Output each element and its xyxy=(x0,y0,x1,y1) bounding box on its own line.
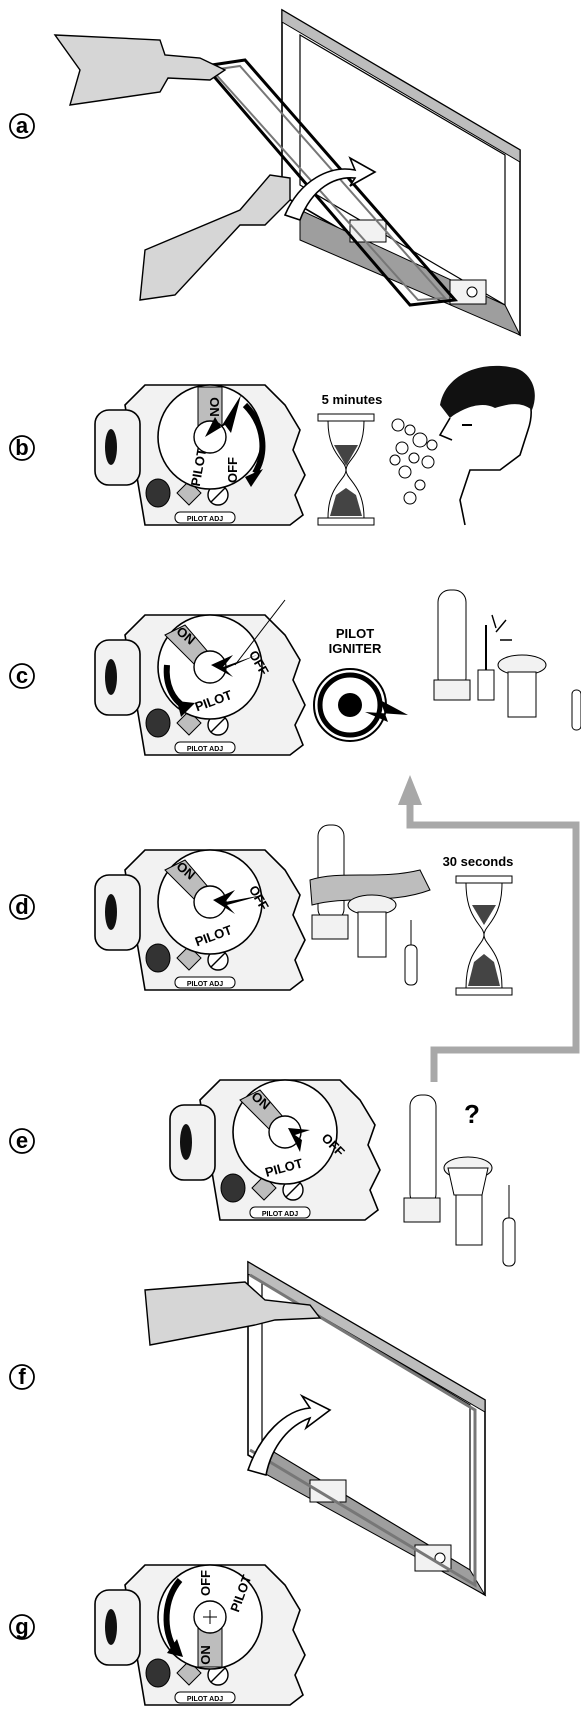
person-smelling xyxy=(440,366,535,525)
pilot-adj-label: PILOT ADJ xyxy=(187,746,223,753)
gas-valve-b: PILOT ADJ ON PILOT OFF xyxy=(95,385,305,525)
pilot-adj-label: PILOT ADJ xyxy=(187,981,223,988)
hourglass-thirty xyxy=(456,876,512,995)
step-g-scene: g PILOT ADJ OFF PILOT ON xyxy=(10,1565,305,1705)
step-e-scene: e PILOT ADJ ON PILOT OFF ? xyxy=(10,1080,515,1266)
gas-valve-e: PILOT ADJ ON PILOT OFF xyxy=(170,1080,380,1220)
dial-on-text: ON xyxy=(207,397,222,417)
dial-on-text: ON xyxy=(198,1645,213,1665)
igniter-button xyxy=(314,669,408,741)
gas-valve-g: PILOT ADJ OFF PILOT ON xyxy=(95,1565,305,1705)
odor-puffs xyxy=(390,419,437,504)
step-d-label: d xyxy=(15,894,28,919)
wait-thirty-caption: 30 seconds xyxy=(443,854,514,869)
pilot-adj-label: PILOT ADJ xyxy=(187,516,223,523)
step-a-label: a xyxy=(16,113,29,138)
fireplace-frame-a xyxy=(282,10,520,335)
wait-five-caption: 5 minutes xyxy=(322,392,383,407)
pilot-adj-label: PILOT ADJ xyxy=(187,1696,223,1703)
gas-valve-d: PILOT ADJ ON PILOT OFF xyxy=(95,850,305,990)
step-b-scene: b PILOT ADJ ON PILOT OFF 5 minutes xyxy=(10,366,535,525)
gas-valve-c: PILOT ADJ ON PILOT OFF xyxy=(95,600,305,755)
retry-arrowhead xyxy=(398,775,422,805)
arm-upper-a xyxy=(55,35,225,105)
igniter-caption-line2: IGNITER xyxy=(329,641,382,656)
arm-lower-a xyxy=(140,175,290,300)
pilot-assembly-c xyxy=(434,590,581,730)
retry-arrow xyxy=(410,795,576,1082)
igniter-caption-line1: PILOT xyxy=(336,626,374,641)
pilot-adj-label: PILOT ADJ xyxy=(262,1211,298,1218)
dial-off-text: OFF xyxy=(198,1570,213,1596)
step-e-label: e xyxy=(16,1128,28,1153)
step-b-label: b xyxy=(15,435,28,460)
step-a-scene: a xyxy=(10,10,520,335)
dial-off-text: OFF xyxy=(225,457,240,483)
pilot-assembly-d xyxy=(310,825,430,985)
step-d-scene: d PILOT ADJ ON PILOT OFF 30 seconds xyxy=(10,825,513,995)
step-f-label: f xyxy=(18,1364,26,1389)
question-mark: ? xyxy=(464,1099,480,1129)
pilot-assembly-e xyxy=(404,1095,515,1266)
step-c-label: c xyxy=(16,663,28,688)
step-f-scene: f xyxy=(10,1262,485,1595)
step-g-label: g xyxy=(15,1614,28,1639)
step-c-scene: c PILOT ADJ ON PILOT OFF PILOT IGNITER xyxy=(10,590,581,755)
hourglass-five xyxy=(318,414,374,525)
